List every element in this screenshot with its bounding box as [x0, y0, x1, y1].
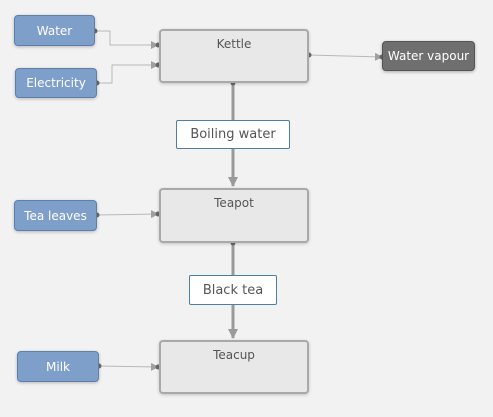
node-water-vapour[interactable]: Water vapour	[382, 41, 475, 71]
node-tea-leaves[interactable]: Tea leaves	[14, 200, 97, 231]
connector-water-kettle	[95, 30, 159, 49]
node-teacup-label: Teacup	[213, 348, 255, 362]
connector-electricity-kettle	[97, 61, 159, 84]
node-teacup[interactable]: Teacup	[159, 340, 309, 394]
node-electricity[interactable]: Electricity	[15, 68, 97, 98]
connector-milk-teacup	[98, 362, 159, 371]
node-kettle[interactable]: Kettle	[159, 29, 309, 83]
node-water[interactable]: Water	[14, 15, 95, 46]
flow-label-black-tea-text: Black tea	[202, 282, 264, 298]
node-water-label: Water	[36, 23, 73, 38]
connector-kettle-vapour	[308, 52, 383, 61]
node-teapot[interactable]: Teapot	[159, 188, 309, 243]
connector-tealeaves-teapot	[96, 210, 159, 219]
node-water-vapour-label: Water vapour	[387, 49, 470, 63]
node-tea-leaves-label: Tea leaves	[24, 208, 87, 223]
node-electricity-label: Electricity	[26, 76, 86, 90]
node-kettle-label: Kettle	[216, 37, 252, 51]
flow-label-boiling-water-text: Boiling water	[190, 127, 276, 142]
flow-label-boiling-water[interactable]: Boiling water	[176, 120, 290, 149]
flow-label-black-tea[interactable]: Black tea	[189, 275, 277, 305]
node-milk[interactable]: Milk	[17, 351, 99, 382]
node-milk-label: Milk	[46, 359, 70, 374]
node-teapot-label: Teapot	[214, 196, 254, 210]
